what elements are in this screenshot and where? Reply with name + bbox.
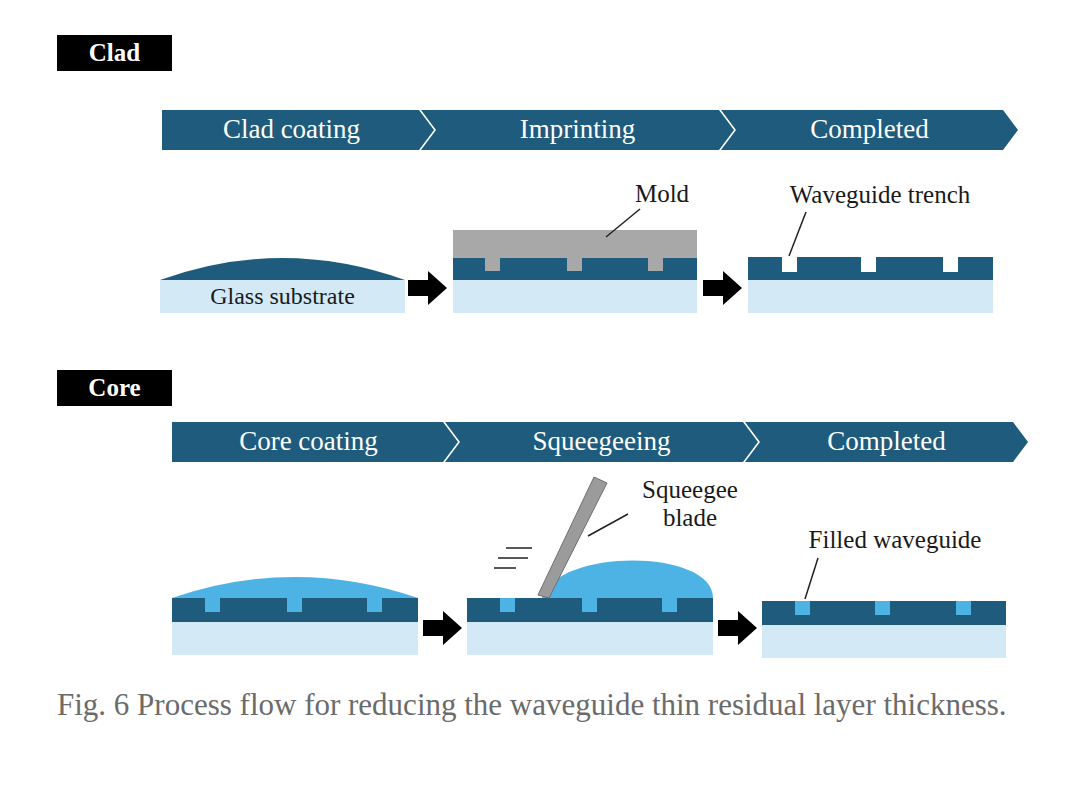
glass-substrate bbox=[762, 625, 1006, 658]
core-fill bbox=[956, 601, 971, 615]
chevron-fill bbox=[745, 422, 1028, 462]
core-fill bbox=[875, 601, 890, 615]
process-step: Squeegeeing bbox=[445, 422, 758, 462]
section-tag: Core bbox=[57, 370, 172, 406]
step-arrow bbox=[408, 271, 447, 305]
process-step: Imprinting bbox=[421, 110, 734, 150]
section-title: Clad bbox=[89, 39, 140, 67]
step-label: Squeegeeing bbox=[533, 427, 671, 457]
step-label: Completed bbox=[810, 115, 928, 145]
core-coating-dome bbox=[542, 561, 713, 599]
chevron-fill bbox=[162, 110, 434, 150]
mold bbox=[453, 230, 697, 271]
part-label: Filled waveguide bbox=[780, 526, 1010, 554]
glass-substrate bbox=[467, 622, 713, 655]
chevron-fill bbox=[445, 422, 758, 462]
part-label: Squeegee blade bbox=[620, 476, 760, 531]
process-step: Core coating bbox=[172, 422, 458, 462]
process-step: Completed bbox=[745, 422, 1028, 462]
part-label: Waveguide trench bbox=[760, 181, 1000, 209]
glass-substrate bbox=[172, 622, 418, 655]
step-arrow bbox=[423, 611, 462, 645]
process-step: Clad coating bbox=[162, 110, 434, 150]
step-label: Glass substrate bbox=[210, 283, 355, 309]
clad-layer bbox=[172, 598, 418, 622]
leader-line bbox=[606, 209, 640, 237]
chevron-fill bbox=[721, 110, 1018, 150]
step-label: Clad coating bbox=[223, 115, 360, 145]
motion-line bbox=[506, 547, 532, 549]
step-label: Core coating bbox=[239, 427, 378, 457]
section-title: Core bbox=[88, 374, 140, 402]
motion-line bbox=[498, 557, 528, 559]
core-fill bbox=[795, 601, 810, 615]
core-fill bbox=[367, 598, 382, 612]
process-step: Completed bbox=[721, 110, 1018, 150]
glass-substrate bbox=[748, 280, 993, 313]
core-fill bbox=[287, 598, 302, 612]
glass-substrate bbox=[453, 280, 697, 313]
clad-layer bbox=[762, 601, 1006, 625]
step-arrow bbox=[718, 611, 757, 645]
step-label: Completed bbox=[827, 427, 945, 457]
clad-layer bbox=[467, 598, 713, 622]
squeegee-blade bbox=[538, 477, 607, 598]
section-tag: Clad bbox=[57, 35, 172, 71]
leader-line bbox=[588, 514, 628, 536]
step-label: Imprinting bbox=[520, 115, 636, 145]
leader-line bbox=[789, 212, 806, 256]
chevron-fill bbox=[172, 422, 458, 462]
leader-line bbox=[805, 558, 818, 599]
step-arrow bbox=[703, 271, 742, 305]
core-fill bbox=[582, 598, 597, 612]
motion-line bbox=[494, 567, 516, 569]
core-fill bbox=[205, 598, 220, 612]
clad-coating-dome bbox=[160, 258, 405, 280]
figure-caption: Fig. 6 Process flow for reducing the wav… bbox=[57, 686, 1017, 725]
core-fill bbox=[662, 598, 677, 612]
core-fill bbox=[500, 598, 515, 612]
chevron-fill bbox=[421, 110, 734, 150]
substrate-box: Glass substrate bbox=[160, 280, 405, 313]
part-label: Mold bbox=[612, 180, 712, 208]
clad-layer bbox=[748, 257, 993, 280]
core-coating-dome bbox=[172, 577, 418, 598]
